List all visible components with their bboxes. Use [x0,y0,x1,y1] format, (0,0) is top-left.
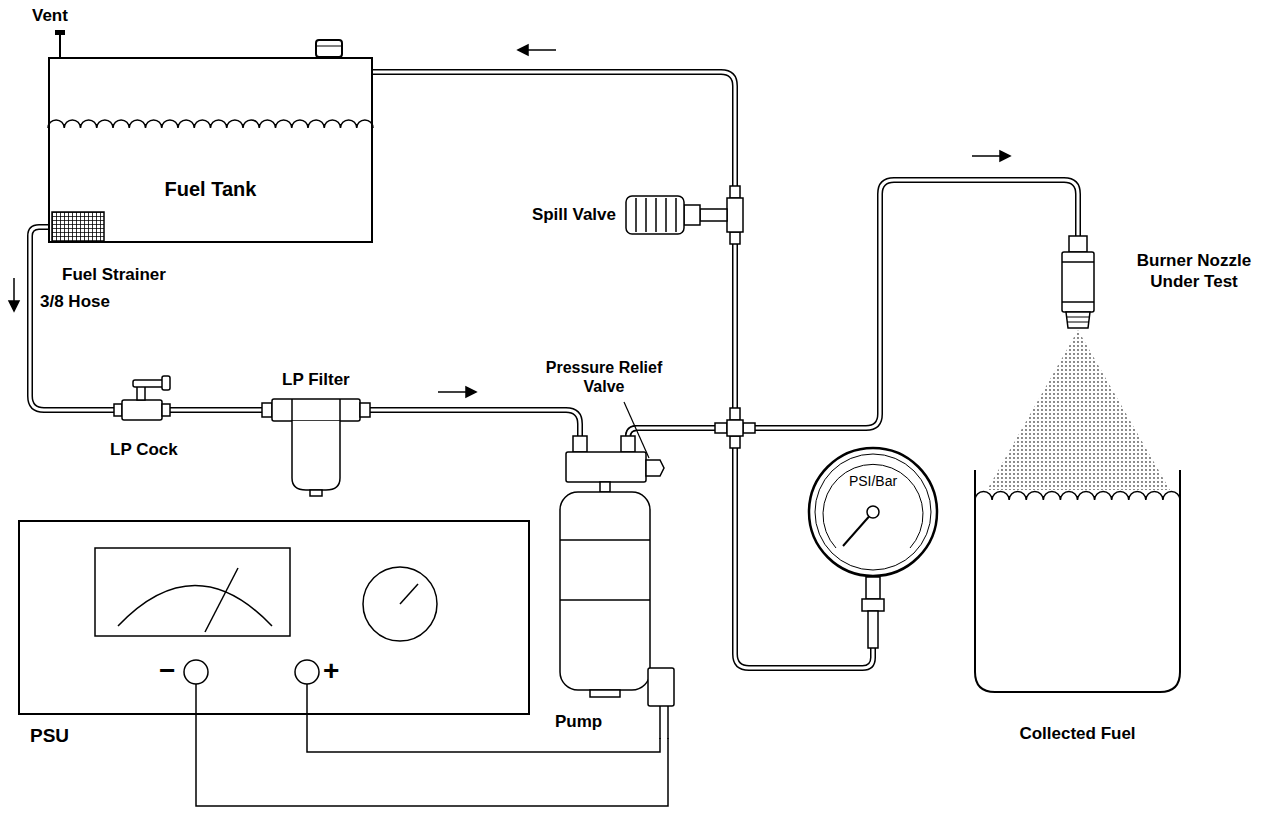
part-label: Vent [32,6,68,26]
fuel-line [30,227,580,446]
power-wire [307,715,660,752]
node-label: Pump [555,712,602,732]
spray-and-container [975,330,1180,692]
fuel-line [373,72,735,446]
power-wire-line [307,715,660,752]
flow-arrows [9,45,1010,397]
part-label: Fuel Strainer [62,265,166,285]
node-label: PSI/Bar [849,473,897,490]
spill-valve [626,186,743,244]
part-label: Burner Nozzle Under Test [1116,250,1272,292]
part-label: LP Filter [282,370,350,390]
part-label: 3/8 Hose [40,292,110,312]
part-label: Pressure Relief Valve [538,358,670,396]
node-label: Fuel Tank [165,177,257,201]
terminal-sign: + [323,656,339,686]
pressure-gauge [809,448,937,648]
burner-feed-pipe [745,180,1078,428]
fuel-line-bore [373,72,735,446]
fuel-line-wall [30,227,580,446]
power-supply: PSU [18,520,530,715]
fuel-line-bore [30,227,580,446]
tank-details [48,31,373,242]
fuel-line-wall [373,72,735,446]
collection-container: Collected Fuel [965,462,1190,752]
lp-filter [262,399,370,496]
node-label: PSU [30,724,69,747]
lp-cock [114,376,170,420]
node-label: Collected Fuel [1019,724,1135,744]
burner-nozzle [1062,236,1094,328]
part-label: LP Cock [110,440,178,460]
pump: Pump [545,446,683,738]
pump-symbol [560,436,674,739]
terminal-sign: − [159,656,175,686]
pressure-gauge-face: PSI/Bar [808,447,938,647]
psu-details [95,548,437,715]
cross-fitting [715,408,755,448]
part-label: Spill Valve [508,205,616,225]
fuel-tank: Fuel Tank [48,57,373,243]
